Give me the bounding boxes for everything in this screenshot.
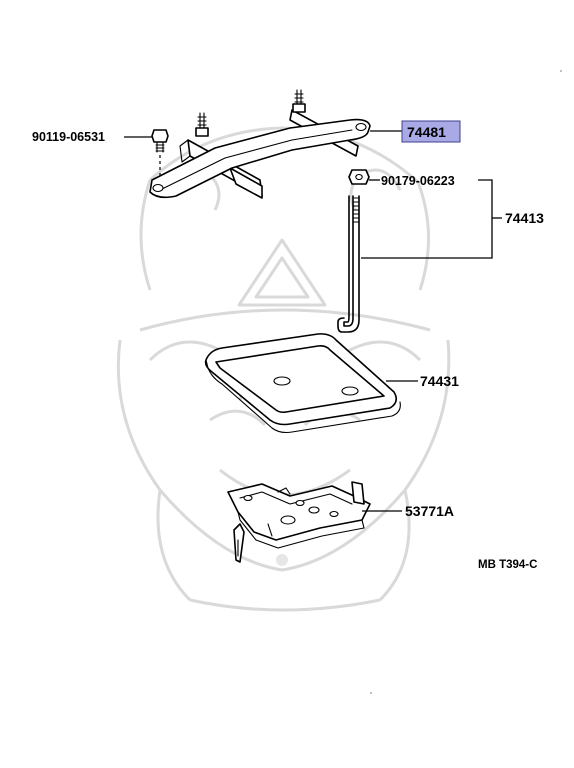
callout-bracket-bolt: 90119-06531 (32, 130, 105, 144)
battery-carrier (227, 481, 371, 563)
hold-down-rod (337, 195, 360, 333)
speck (560, 70, 562, 72)
diagram-reference-code: MB T394-C (478, 559, 537, 571)
callout-nut: 90179-06223 (381, 174, 455, 188)
rod-nut (348, 169, 370, 185)
callout-rod-group: 74413 (505, 210, 544, 226)
bracket-bolt (151, 129, 169, 178)
battery-tray (204, 333, 401, 434)
callout-tray: 74431 (420, 373, 459, 389)
callout-carrier: 53771A (405, 503, 454, 519)
speck (370, 692, 372, 694)
callout-leaders (124, 130, 502, 512)
callout-clamp[interactable]: 74481 (407, 124, 446, 140)
callout-clamp-highlight (401, 120, 461, 143)
battery-clamp-bracket (149, 89, 371, 199)
